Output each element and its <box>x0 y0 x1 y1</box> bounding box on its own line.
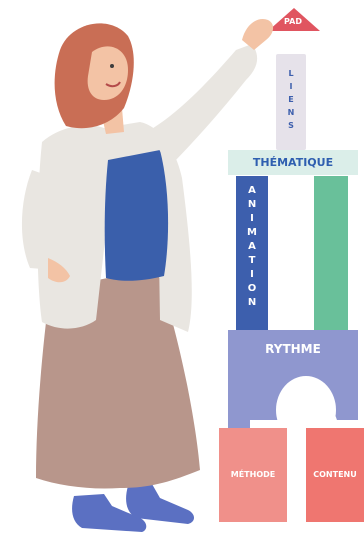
green-pillar <box>314 176 348 330</box>
left-shoe <box>72 494 147 532</box>
rythme-arch-base <box>250 420 360 430</box>
thematique-bar <box>228 150 358 175</box>
face <box>87 46 128 100</box>
lower-hand <box>48 258 70 283</box>
animation-pillar <box>236 176 268 330</box>
contenu-label: CONTENU <box>313 470 357 479</box>
contenu-block <box>306 428 364 522</box>
lower-arm-sleeve <box>21 170 60 270</box>
liens-block <box>276 54 306 150</box>
rythme-label: RYTHME <box>265 342 321 356</box>
methode-block <box>219 428 287 522</box>
top-shirt <box>104 150 169 281</box>
smile <box>105 81 121 88</box>
thematique-label: THÉMATIQUE <box>252 156 334 169</box>
methode-label: MÉTHODE <box>230 470 276 479</box>
pad-label: PAD <box>284 17 302 26</box>
right-shoe <box>126 484 194 524</box>
raised-arm-sleeve <box>150 44 258 168</box>
raised-hand <box>242 18 274 50</box>
eye <box>110 64 114 68</box>
pad-triangle <box>268 8 320 31</box>
